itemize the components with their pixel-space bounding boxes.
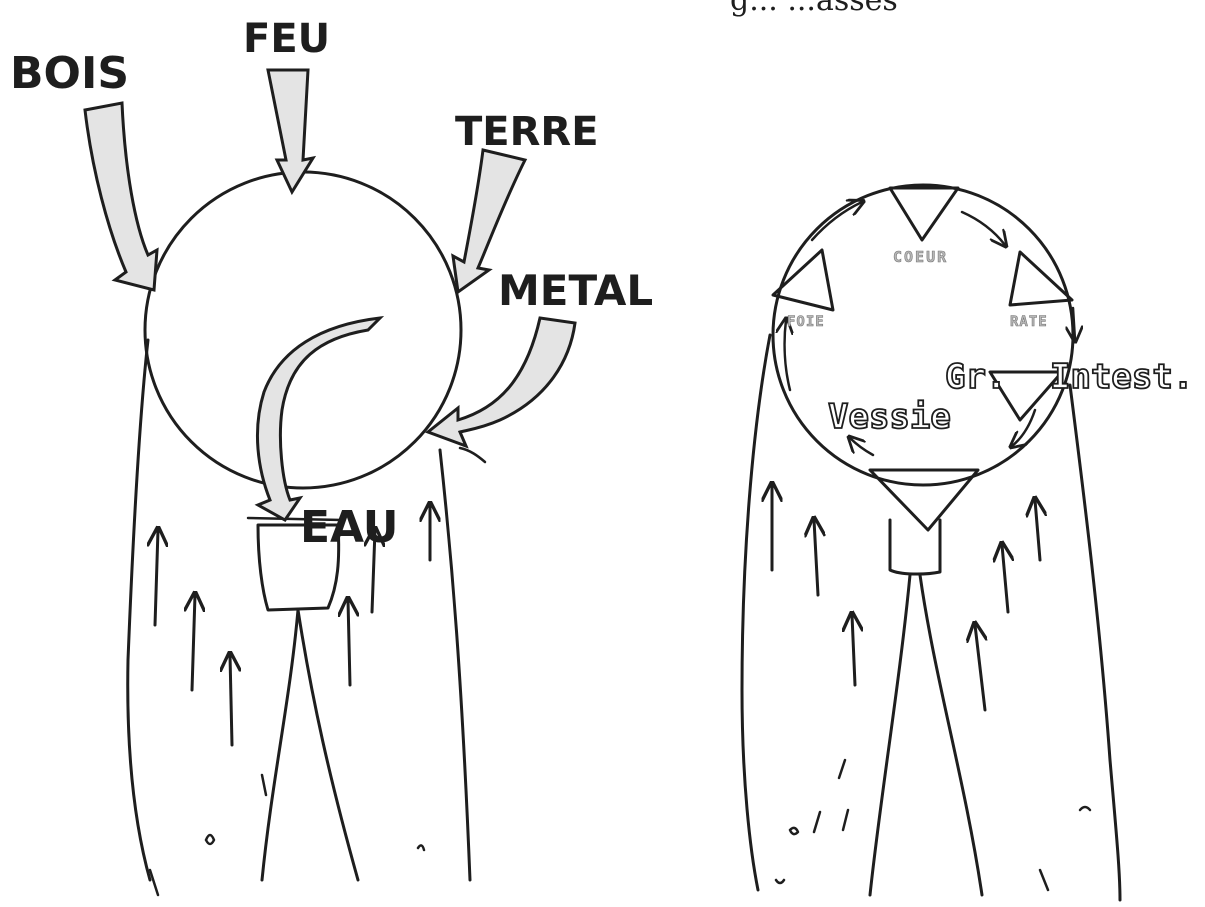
top-caption: g... ...asses: [730, 0, 898, 18]
right-leg-mark: [776, 880, 784, 883]
cycle-arrow: [962, 212, 1005, 245]
right-inner-leg-left: [870, 575, 910, 895]
left-inner-leg-left: [262, 610, 298, 880]
right-up-arrow: [852, 615, 855, 685]
left-leg-mark: [262, 775, 266, 795]
bois-arrow: [85, 103, 157, 290]
eau-arrow: [257, 318, 380, 520]
right-outer-leg-left: [742, 335, 770, 890]
label-metal: METAL: [498, 266, 653, 315]
left-outer-leg-left: [128, 340, 150, 880]
cycle-arrow: [785, 320, 790, 390]
left-up-arrow: [230, 655, 232, 745]
left-leg-mark: [150, 870, 158, 895]
right-inner-leg-right: [920, 575, 982, 895]
right-diagram: COEUR FOIE RATE Gr. Intest. Vessie: [742, 185, 1193, 900]
left-diagram: BOIS FEU TERRE METAL EAU: [10, 16, 653, 895]
left-leg-mark: [206, 835, 214, 844]
right-up-arrow: [1002, 545, 1008, 612]
right-outer-leg-right: [1070, 385, 1120, 900]
label-rate: RATE: [1010, 314, 1048, 330]
label-gr: Gr.: [945, 357, 1006, 397]
right-up-arrow: [975, 625, 985, 710]
left-up-arrow: [155, 530, 158, 625]
right-leg-mark: [1040, 870, 1048, 890]
right-organ-circle: [773, 185, 1073, 485]
left-leg-mark: [418, 845, 424, 850]
right-up-arrow: [814, 520, 818, 595]
cycle-arrow: [850, 438, 873, 455]
left-up-arrow: [348, 600, 350, 685]
left-up-arrow: [192, 595, 195, 690]
label-eau: EAU: [300, 502, 398, 553]
left-circle-fin: [460, 448, 485, 462]
label-bois: BOIS: [10, 48, 129, 99]
label-vessie: Vessie: [828, 397, 951, 437]
left-element-circle: [145, 172, 461, 488]
right-up-arrow: [1035, 500, 1040, 560]
right-leg-mark: [1080, 807, 1090, 810]
right-leg-mark: [790, 828, 798, 834]
cycle-arrow: [812, 202, 862, 240]
right-bladder-neck: [890, 520, 940, 574]
left-outer-leg-right: [440, 450, 470, 880]
label-foie: FOIE: [787, 314, 825, 330]
right-leg-mark: [839, 760, 848, 830]
label-coeur: COEUR: [893, 248, 948, 266]
label-terre: TERRE: [455, 109, 599, 155]
triangle-coeur: [890, 188, 958, 240]
metal-arrow: [428, 318, 575, 446]
right-leg-mark: [814, 812, 820, 832]
label-feu: FEU: [243, 16, 330, 62]
label-intest: Intest.: [1050, 357, 1193, 397]
